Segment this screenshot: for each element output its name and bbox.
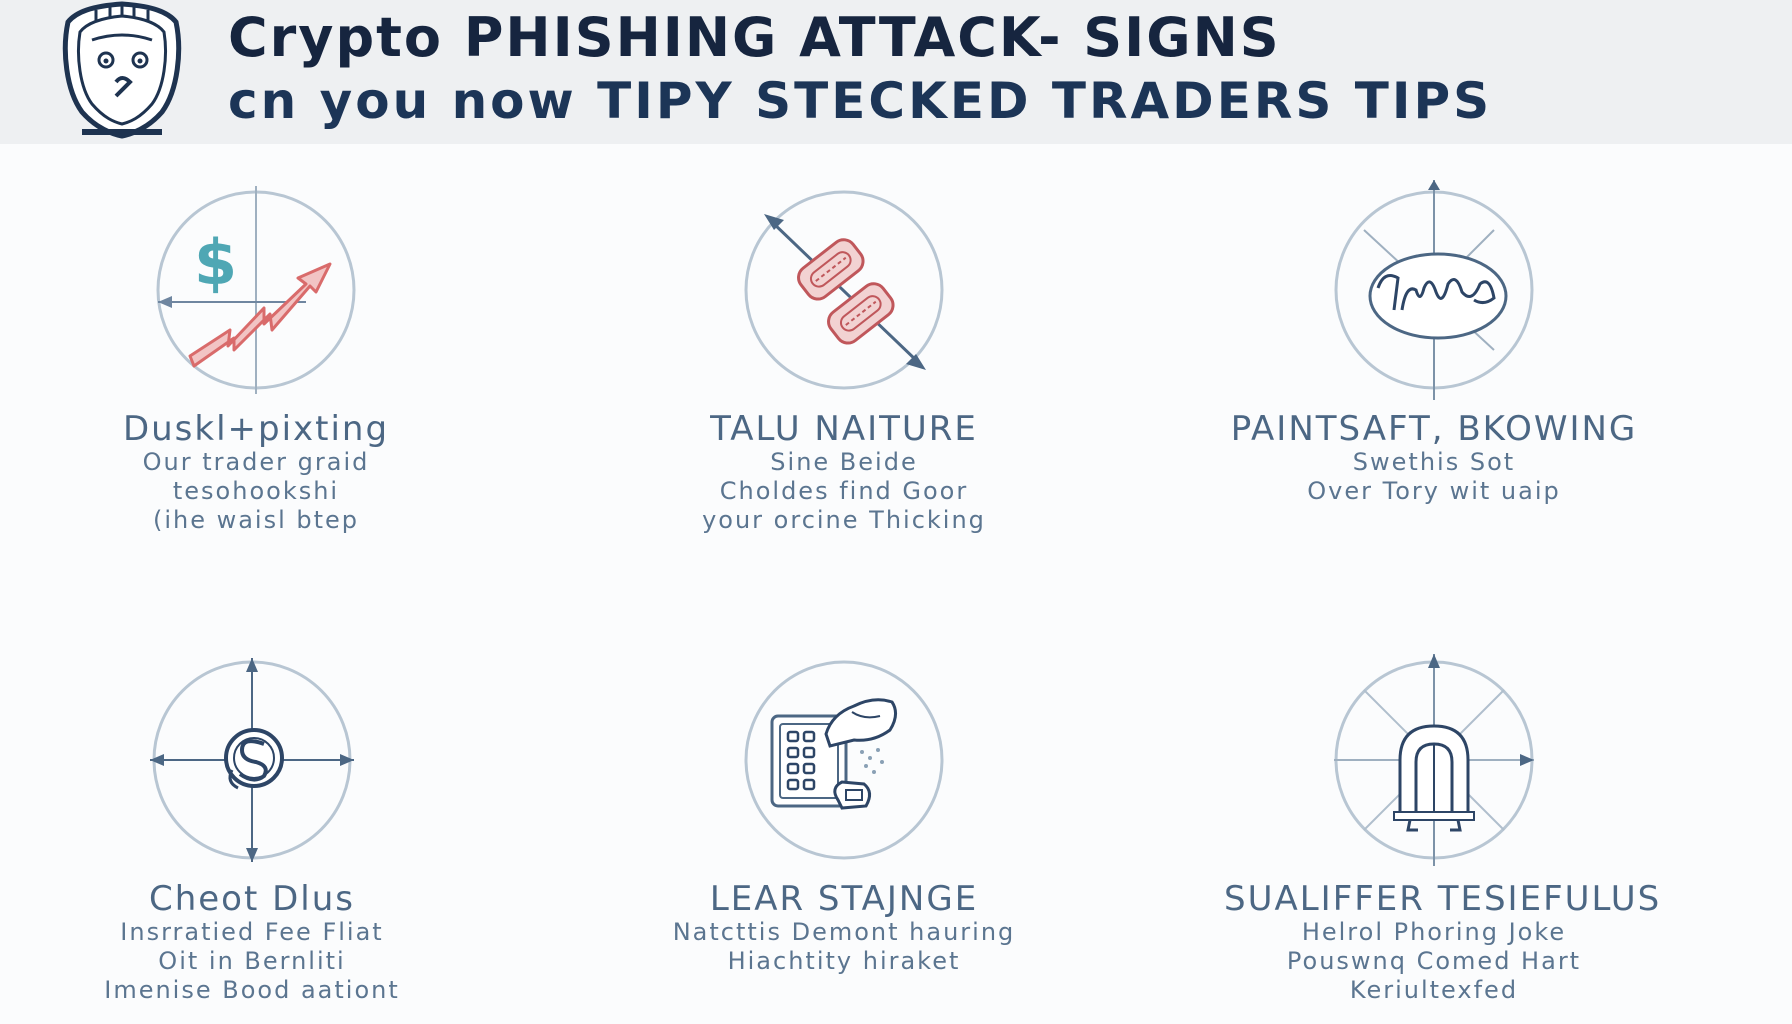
- dollar-chart-icon: $: [156, 186, 356, 394]
- card-title: Duskl+pixting: [122, 409, 390, 449]
- card-title: LEAR STAJNGE: [709, 879, 979, 919]
- card-text-line: Sine Beide: [770, 448, 918, 476]
- broken-link-icon: [744, 190, 944, 390]
- page-title: Crypto PHISHING ATTACK- SIGNS: [228, 6, 1281, 69]
- card-title: Cheot Dlus: [148, 879, 356, 919]
- svg-text:$: $: [194, 226, 237, 299]
- tip-card-5: LEAR STAJNGE Natcttis Demont hauring Hia…: [634, 650, 1054, 976]
- coin-compass-icon: [150, 658, 354, 862]
- card-text-line: Choldes find Goor: [719, 477, 969, 505]
- card-text-line: Oit in Bernliti: [158, 947, 346, 975]
- shield-face-icon: [62, 1, 182, 139]
- tip-card-1: $ Duskl+pixting Our trader graid tesohoo…: [46, 180, 466, 535]
- card-text-line: Keriultexfed: [1349, 976, 1519, 1004]
- tip-card-2: TALU NAITURE Sine Beide Choldes find Goo…: [634, 180, 1054, 535]
- card-title: PAINTSAFT, BKOWING: [1230, 409, 1638, 449]
- card-text-line: (ihe waisl btep: [152, 506, 360, 534]
- tip-card-6: SUALIFFER TESIEFULUS Helrol Phoring Joke…: [1224, 650, 1662, 1005]
- card-text-line: Pouswnq Comed Hart: [1286, 947, 1582, 975]
- card-text-line: Imenise Bood aationt: [104, 976, 400, 1004]
- card-text-line: Insrratied Fee Fliat: [120, 918, 384, 946]
- card-text-line: tesohookshi: [172, 477, 340, 505]
- card-text-line: Over Tory wit uaip: [1307, 477, 1561, 505]
- tip-card-3: PAINTSAFT, BKOWING Swethis Sot Over Tory…: [1224, 180, 1644, 506]
- card-text-line: Our trader graid: [142, 448, 370, 476]
- card-text-line: Natcttis Demont hauring: [672, 918, 1016, 946]
- card-text-line: your orcine Thicking: [702, 506, 986, 534]
- card-title: TALU NAITURE: [710, 409, 978, 449]
- page-subtitle: cn you now TIPY STECKED TRADERS TIPS: [228, 72, 1493, 130]
- card-text-line: Hiachtity hiraket: [727, 947, 961, 975]
- hand-keypad-icon: [744, 660, 944, 860]
- card-title: SUALIFFER TESIEFULUS: [1224, 879, 1662, 919]
- card-text-line: Swethis Sot: [1352, 448, 1516, 476]
- tip-card-4: Cheot Dlus Insrratied Fee Fliat Oit in B…: [42, 650, 462, 1005]
- card-text-line: Helrol Phoring Joke: [1301, 918, 1567, 946]
- cloud-scribble-icon: [1334, 180, 1534, 400]
- arch-robot-icon: [1334, 654, 1534, 866]
- header-bar: Crypto PHISHING ATTACK- SIGNS cn you now…: [0, 0, 1792, 144]
